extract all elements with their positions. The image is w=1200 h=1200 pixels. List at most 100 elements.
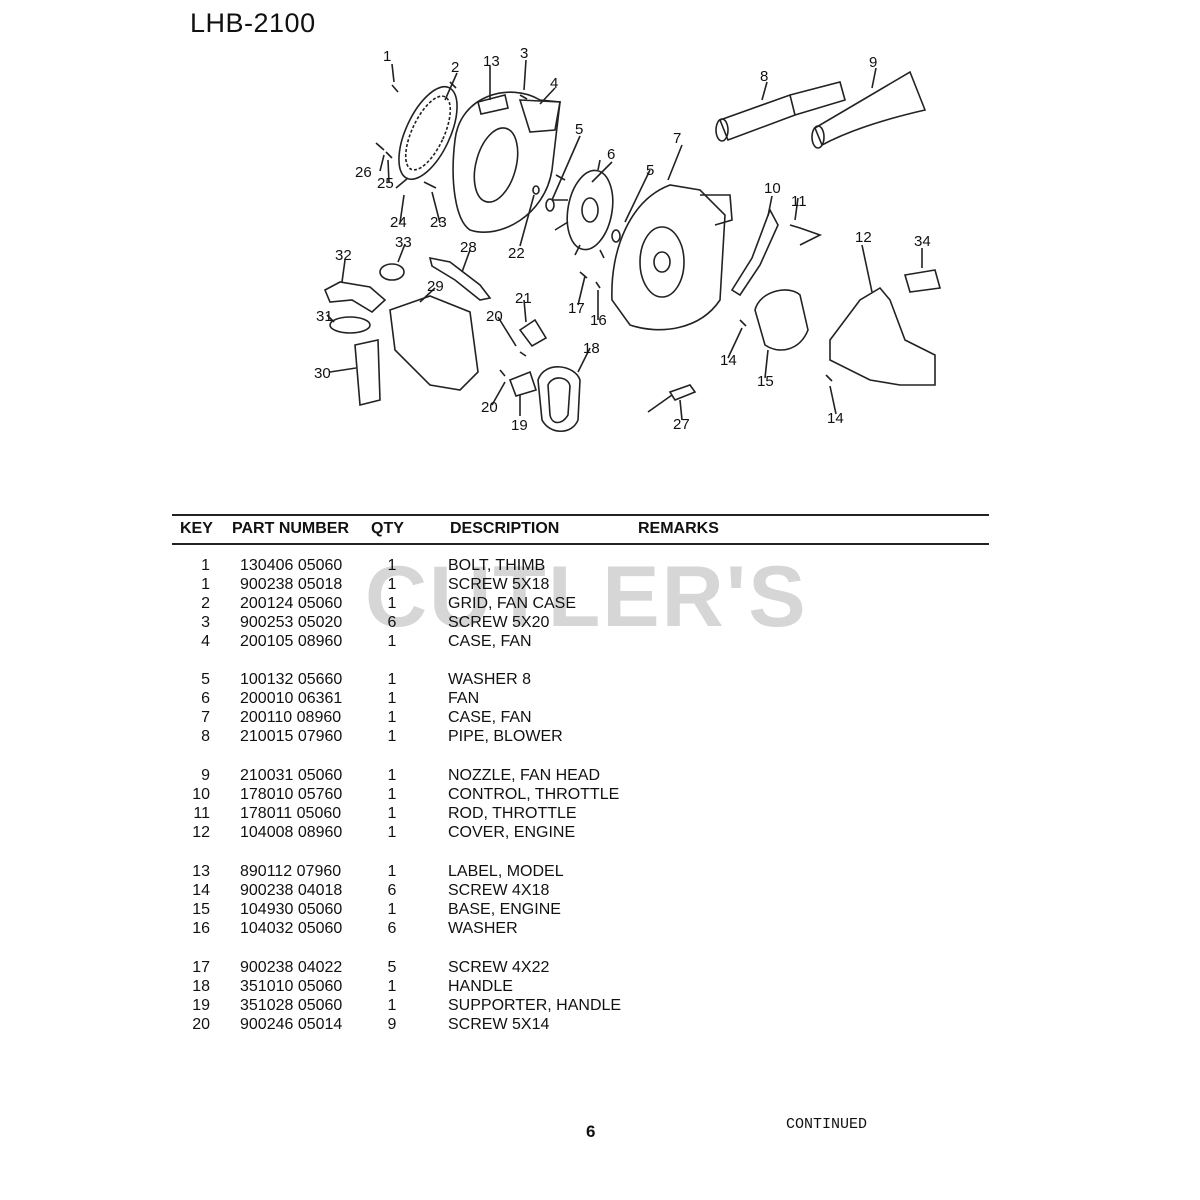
- callout: 20: [486, 308, 503, 325]
- callout: 31: [316, 308, 333, 325]
- callout: 28: [460, 239, 477, 256]
- callout: 20: [481, 399, 498, 416]
- cell-key: 5: [201, 671, 210, 688]
- cell-key: 6: [201, 690, 210, 707]
- callout: 14: [827, 410, 844, 427]
- page-number: 6: [586, 1122, 596, 1141]
- table-row: 17 900238 04022 5 SCREW 4X22: [0, 959, 1200, 978]
- cell-key: 8: [201, 728, 210, 745]
- cell-qty: 1: [387, 671, 397, 688]
- table-row: 12 104008 08960 1 COVER, ENGINE: [0, 824, 1200, 843]
- cell-qty: 5: [387, 959, 397, 976]
- table-row: 19 351028 05060 1 SUPPORTER, HANDLE: [0, 997, 1200, 1016]
- table-row: 18 351010 05060 1 HANDLE: [0, 978, 1200, 997]
- cell-key: 19: [192, 997, 210, 1014]
- cell-key: 16: [192, 920, 210, 937]
- table-row: 13 890112 07960 1 LABEL, MODEL: [0, 863, 1200, 882]
- cell-qty: 1: [387, 557, 397, 574]
- cell-description: WASHER: [448, 920, 518, 937]
- cell-key: 15: [192, 901, 210, 918]
- cell-qty: 1: [387, 978, 397, 995]
- cell-part-number: 104032 05060: [240, 920, 343, 937]
- table-row: 4 200105 08960 1 CASE, FAN: [0, 633, 1200, 652]
- table-row: 3 900253 05020 6 SCREW 5X20: [0, 614, 1200, 633]
- table-row: 20 900246 05014 9 SCREW 5X14: [0, 1016, 1200, 1035]
- callout: 5: [575, 121, 583, 138]
- cell-description: FAN: [448, 690, 480, 707]
- cell-key: 7: [201, 709, 210, 726]
- callout: 11: [791, 193, 807, 210]
- cell-part-number: 351010 05060: [240, 978, 343, 995]
- cell-description: PIPE, BLOWER: [448, 728, 563, 745]
- cell-part-number: 900246 05014: [240, 1016, 343, 1033]
- callout: 24: [390, 214, 407, 231]
- cell-key: 17: [192, 959, 210, 976]
- cell-key: 9: [201, 767, 210, 784]
- cell-description: CASE, FAN: [448, 633, 532, 650]
- callout: 32: [335, 247, 352, 264]
- cell-part-number: 178010 05760: [240, 786, 343, 803]
- cell-description: COVER, ENGINE: [448, 824, 576, 841]
- cell-description: SCREW 4X18: [448, 882, 550, 899]
- cell-description: BASE, ENGINE: [448, 901, 561, 918]
- callout: 25: [377, 175, 394, 192]
- cell-part-number: 900238 04018: [240, 882, 343, 899]
- callout: 19: [511, 417, 528, 434]
- cell-description: HANDLE: [448, 978, 513, 995]
- cell-description: SCREW 5X18: [448, 576, 550, 593]
- cell-description: WASHER 8: [448, 671, 531, 688]
- table-row: 14 900238 04018 6 SCREW 4X18: [0, 882, 1200, 901]
- table-row: 11 178011 05060 1 ROD, THROTTLE: [0, 805, 1200, 824]
- table-row: 6 200010 06361 1 FAN: [0, 690, 1200, 709]
- cell-qty: 6: [387, 920, 397, 937]
- cell-part-number: 210015 07960: [240, 728, 343, 745]
- cell-qty: 1: [387, 824, 397, 841]
- cell-description: GRID, FAN CASE: [448, 595, 577, 612]
- table-row: 7 200110 08960 1 CASE, FAN: [0, 709, 1200, 728]
- cell-description: NOZZLE, FAN HEAD: [448, 767, 601, 784]
- cell-description: SCREW 5X14: [448, 1016, 550, 1033]
- cell-qty: 1: [387, 633, 397, 650]
- cell-key: 3: [201, 614, 210, 631]
- cell-key: 1: [201, 557, 210, 574]
- table-row: 1 130406 05060 1 BOLT, THIMB: [0, 557, 1200, 576]
- callout: 16: [590, 312, 607, 329]
- cell-part-number: 210031 05060: [240, 767, 343, 784]
- callout: 26: [355, 164, 372, 181]
- callout: 22: [508, 245, 525, 262]
- callout: 21: [515, 290, 532, 307]
- cell-part-number: 178011 05060: [240, 805, 342, 822]
- callout: 5: [646, 162, 654, 179]
- cell-part-number: 900238 04022: [240, 959, 343, 976]
- callout: 9: [869, 54, 877, 71]
- cell-qty: 1: [387, 805, 397, 822]
- cell-key: 14: [192, 882, 210, 899]
- cell-key: 18: [192, 978, 210, 995]
- cell-description: CASE, FAN: [448, 709, 532, 726]
- callout: 3: [520, 45, 528, 62]
- header-key: KEY: [180, 520, 213, 537]
- table-row: 2 200124 05060 1 GRID, FAN CASE: [0, 595, 1200, 614]
- table-header-rule: [172, 543, 989, 545]
- cell-part-number: 100132 05660: [240, 671, 343, 688]
- cell-description: SCREW 4X22: [448, 959, 550, 976]
- cell-key: 13: [192, 863, 210, 880]
- callout: 14: [720, 352, 737, 369]
- cell-key: 11: [193, 805, 210, 822]
- callout: 17: [568, 300, 585, 317]
- callout: 15: [757, 373, 774, 390]
- table-row: 10 178010 05760 1 CONTROL, THROTTLE: [0, 786, 1200, 805]
- table-row: 15 104930 05060 1 BASE, ENGINE: [0, 901, 1200, 920]
- callout: 6: [607, 146, 615, 163]
- cell-part-number: 900253 05020: [240, 614, 343, 631]
- cell-qty: 1: [387, 709, 397, 726]
- callout: 2: [451, 59, 459, 76]
- callout: 33: [395, 234, 412, 251]
- cell-qty: 6: [387, 882, 397, 899]
- cell-description: LABEL, MODEL: [448, 863, 564, 880]
- cell-qty: 1: [387, 690, 397, 707]
- table-row: 16 104032 05060 6 WASHER: [0, 920, 1200, 939]
- callout: 30: [314, 365, 331, 382]
- callout: 10: [764, 180, 781, 197]
